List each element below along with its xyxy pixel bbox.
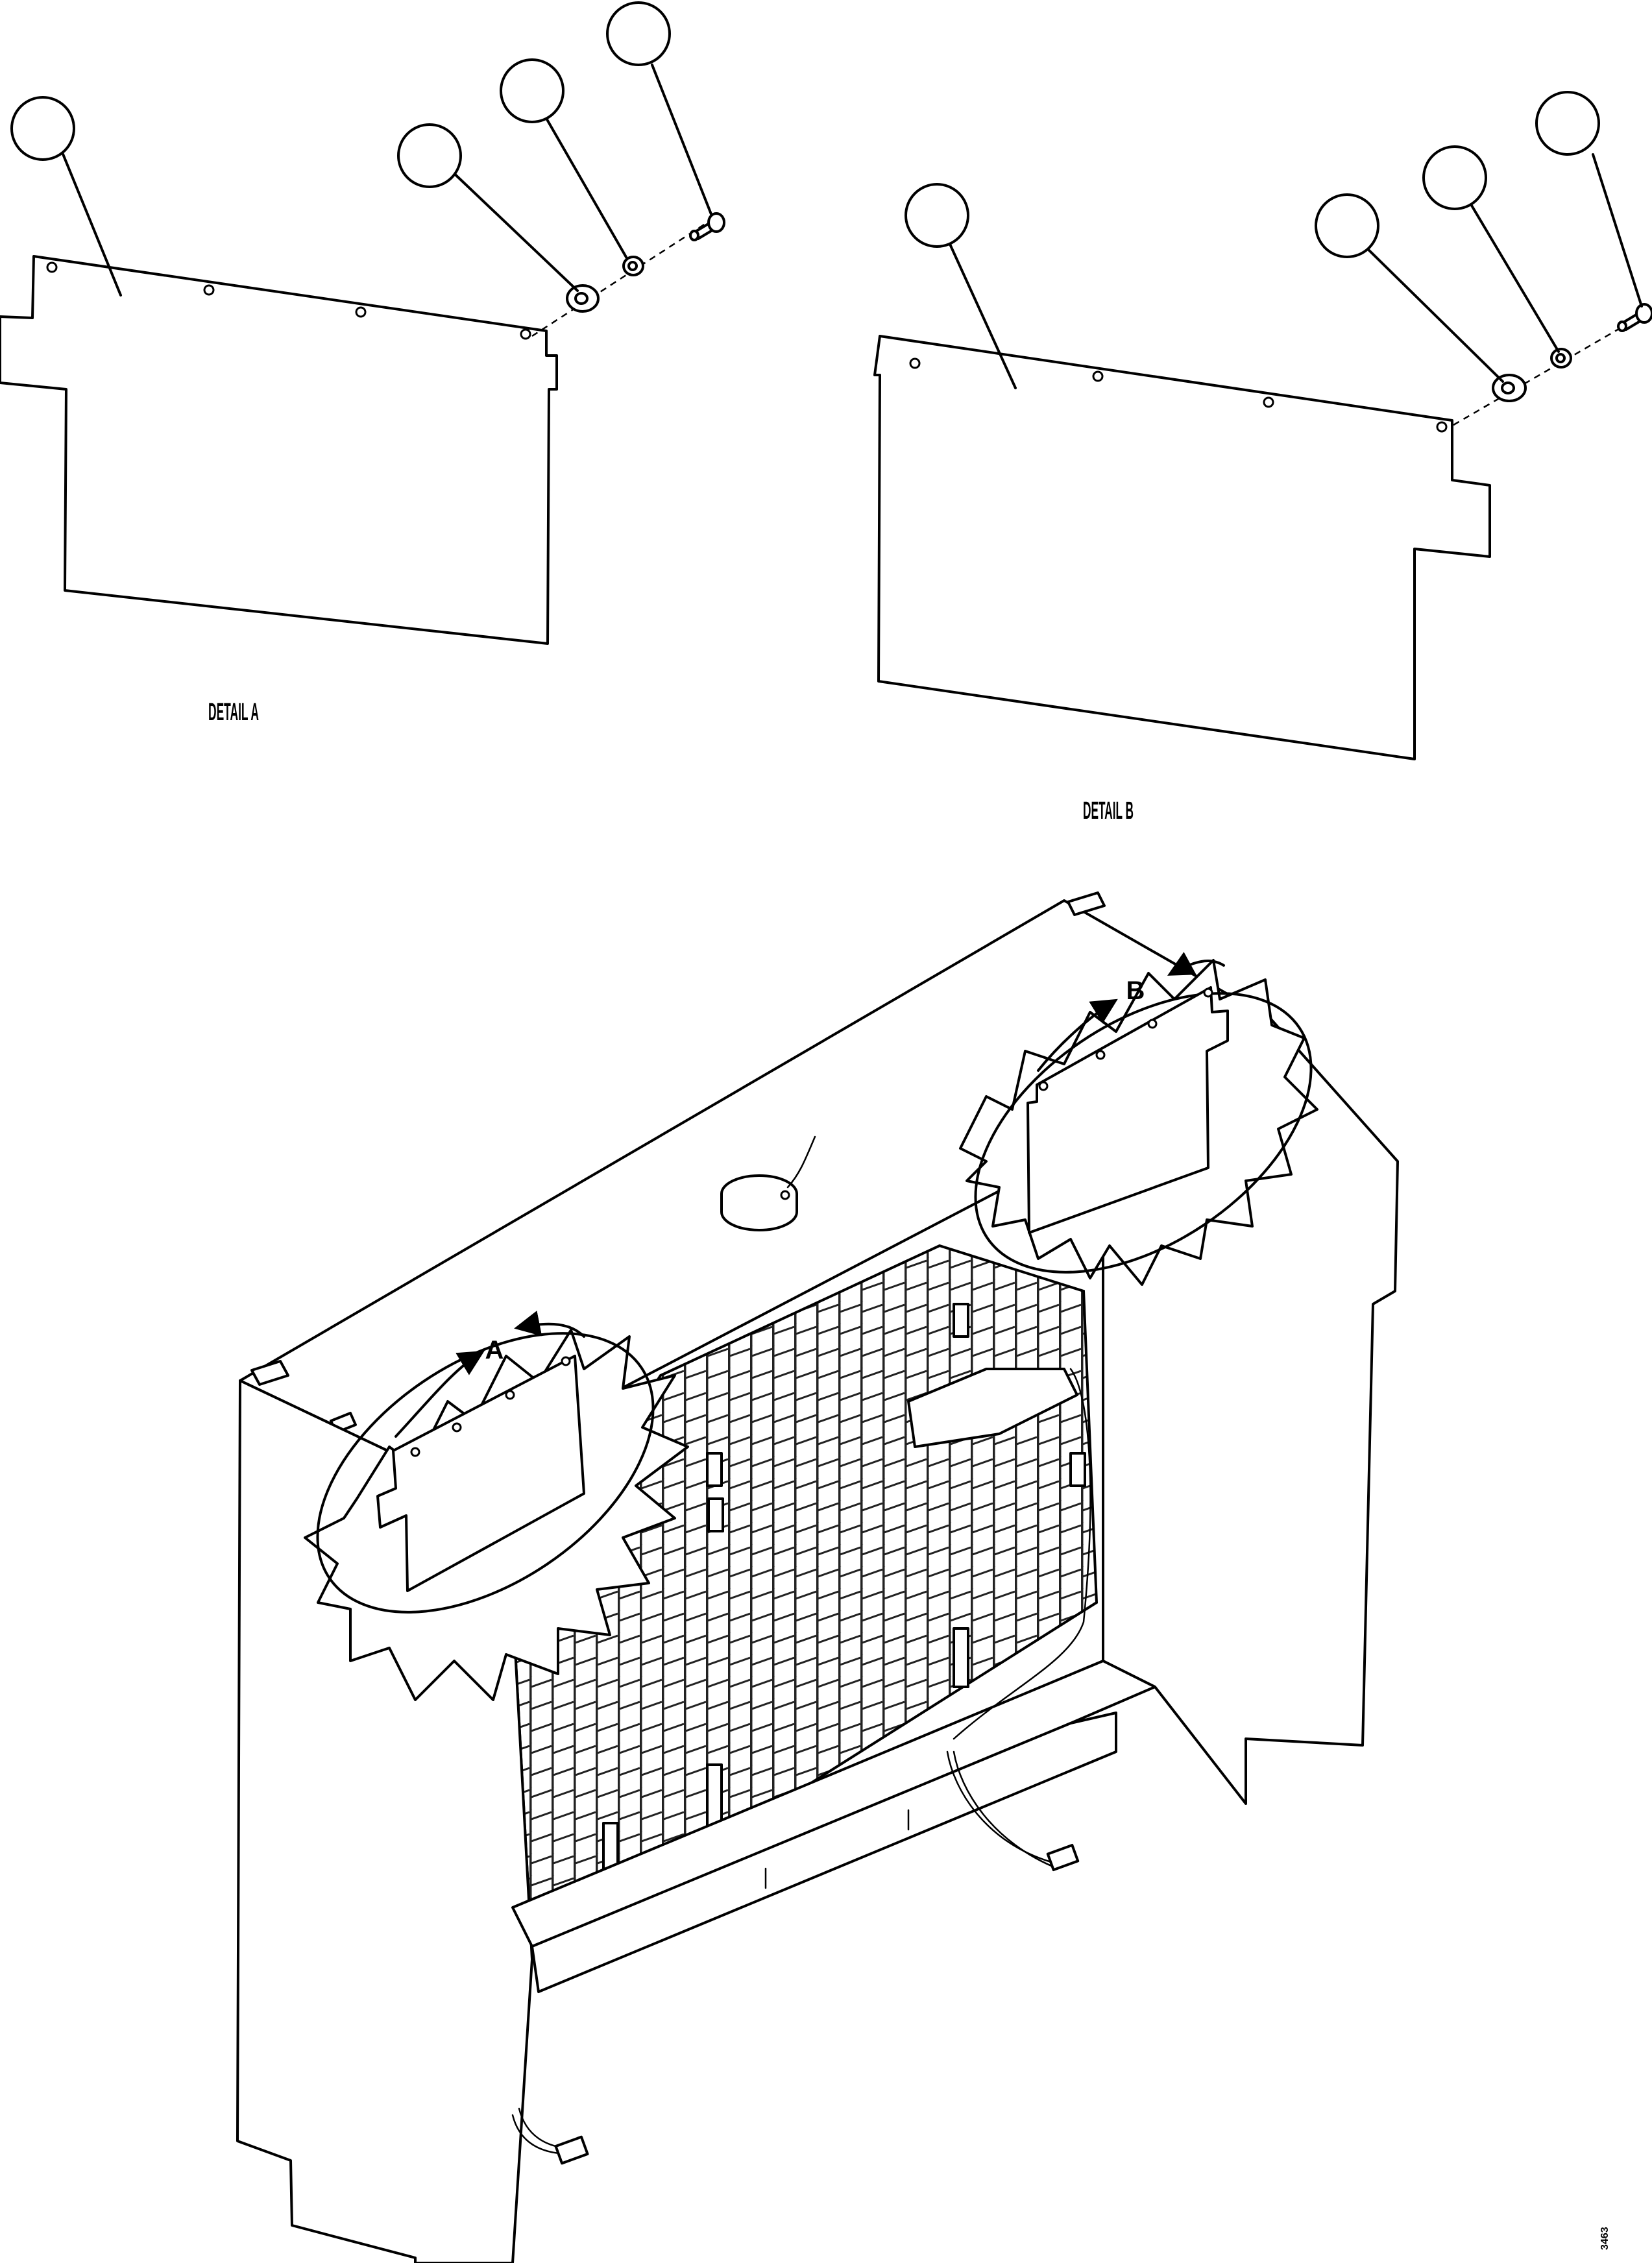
radiator-assembly-view: A B <box>236 891 1399 2263</box>
detail-b-arrow <box>1167 952 1225 976</box>
detail-b-washer <box>1492 374 1527 402</box>
detail-a-callout-bolt <box>606 1 671 66</box>
detail-a-lockwasher <box>622 256 644 276</box>
drawing-code: 3463 <box>1599 2227 1610 2250</box>
detail-a-callout-lockwasher <box>500 58 565 123</box>
detail-a-panel <box>0 255 558 645</box>
detail-b-view-panel <box>1026 986 1229 1234</box>
detail-b-callout-panel <box>905 183 969 248</box>
detail-b-panel <box>873 335 1491 760</box>
detail-b-lockwasher <box>1550 348 1572 369</box>
detail-a-mount-hole <box>520 328 531 340</box>
detail-b-view-letter: B <box>1126 976 1145 1005</box>
detail-b-mount-hole <box>1092 370 1104 382</box>
detail-a-bolt <box>689 212 725 241</box>
lifting-lug <box>1067 891 1106 916</box>
detail-b-callout-bolt <box>1535 91 1600 156</box>
detail-a-view-panel <box>376 1355 585 1592</box>
detail-b-mount-hole <box>1263 396 1274 408</box>
detail-a-view-callout: A <box>304 1311 689 1701</box>
detail-a: DETAIL A <box>0 1 725 726</box>
detail-b: DETAIL B <box>873 91 1652 825</box>
bottom-frame-lower <box>531 1712 1117 1993</box>
lifting-lug <box>250 1360 289 1386</box>
detail-b-view-callout: B <box>959 952 1318 1286</box>
detail-b-callout-lockwasher <box>1422 145 1487 210</box>
detail-a-arrow <box>395 1350 485 1438</box>
junction-box <box>907 1368 1078 1448</box>
detail-a-callout-panel <box>10 96 75 161</box>
detail-b-mount-hole <box>1436 421 1448 433</box>
detail-a-view-letter: A <box>485 1336 504 1364</box>
detail-b-callout-washer <box>1315 193 1379 258</box>
detail-a-fastener-axis <box>531 213 721 337</box>
detail-b-mount-hole <box>909 357 921 369</box>
detail-b-fastener-axis <box>1453 308 1652 426</box>
detail-b-label: DETAIL B <box>1083 797 1134 825</box>
detail-b-arrow <box>1037 998 1118 1072</box>
harness-connector <box>554 1843 1080 2165</box>
detail-a-mount-hole <box>46 261 58 273</box>
filler-cap <box>720 1135 816 1231</box>
detail-a-arrow <box>514 1311 585 1338</box>
detail-a-label: DETAIL A <box>208 699 259 726</box>
detail-a-mount-hole <box>203 284 215 296</box>
detail-a-callout-washer <box>397 123 462 188</box>
detail-a-mount-hole <box>355 306 367 318</box>
detail-a-washer <box>566 284 600 313</box>
detail-b-bolt <box>1617 303 1652 332</box>
